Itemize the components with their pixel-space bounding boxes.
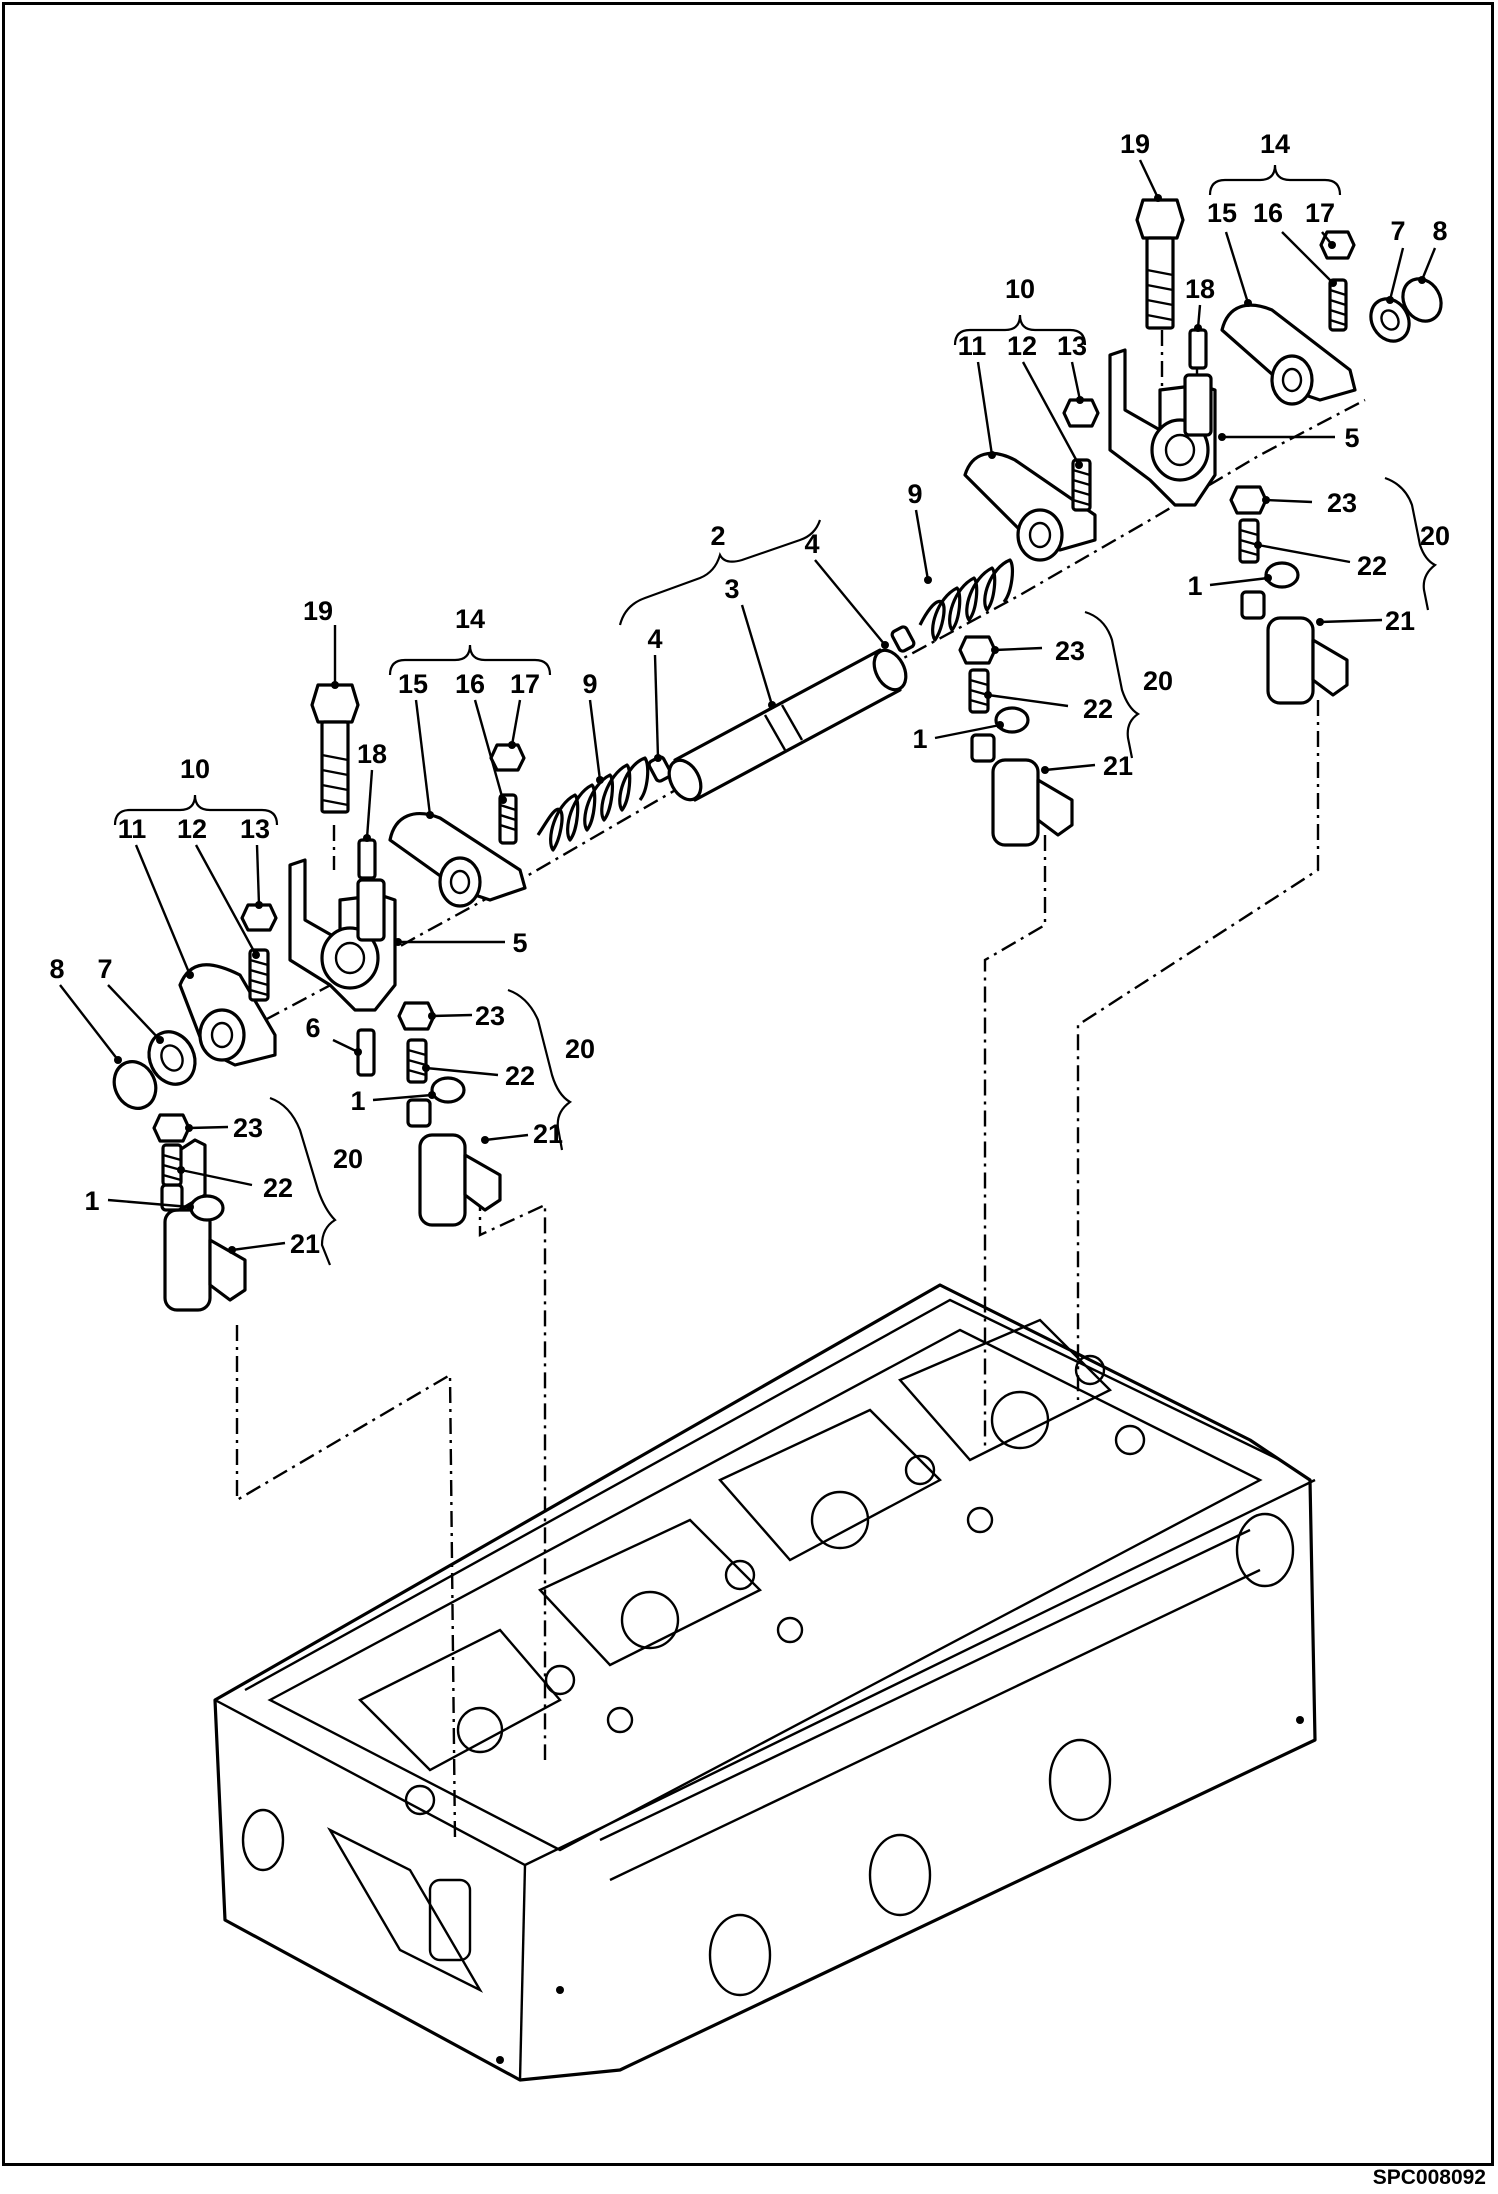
callout-22: 22 bbox=[505, 1061, 535, 1091]
rocker-shaft bbox=[667, 648, 908, 802]
callout-8: 8 bbox=[49, 954, 64, 984]
callout-22: 22 bbox=[263, 1173, 293, 1203]
callout-19: 19 bbox=[1120, 129, 1150, 159]
callout-3: 3 bbox=[724, 574, 739, 604]
callout-1: 1 bbox=[1187, 571, 1202, 601]
callout-13: 13 bbox=[240, 814, 270, 844]
callout-14: 14 bbox=[1260, 129, 1290, 159]
callout-14: 14 bbox=[455, 604, 485, 634]
callout-11: 11 bbox=[118, 814, 147, 844]
callout-6: 6 bbox=[305, 1013, 320, 1043]
callout-22: 22 bbox=[1083, 694, 1113, 724]
right-rocker-assembly bbox=[890, 198, 1443, 653]
callout-10: 10 bbox=[1005, 274, 1035, 304]
callout-22: 22 bbox=[1357, 551, 1387, 581]
callout-20: 20 bbox=[333, 1144, 363, 1174]
callout-20: 20 bbox=[1420, 521, 1450, 551]
callout-23: 23 bbox=[1327, 488, 1357, 518]
callout-1: 1 bbox=[84, 1186, 99, 1216]
callout-1: 1 bbox=[912, 724, 927, 754]
callout-5: 5 bbox=[512, 928, 527, 958]
callout-19: 19 bbox=[303, 596, 333, 626]
callout-16: 16 bbox=[455, 669, 485, 699]
callout-2: 2 bbox=[710, 521, 725, 551]
left-rocker-assembly bbox=[112, 683, 673, 1110]
callout-20: 20 bbox=[1143, 666, 1173, 696]
callout-21: 21 bbox=[533, 1119, 563, 1149]
callout-23: 23 bbox=[475, 1001, 505, 1031]
callout-13: 13 bbox=[1057, 331, 1087, 361]
callout-12: 12 bbox=[1007, 331, 1037, 361]
callout-9: 9 bbox=[907, 479, 922, 509]
callout-16: 16 bbox=[1253, 198, 1283, 228]
callout-5: 5 bbox=[1344, 423, 1359, 453]
callout-21: 21 bbox=[290, 1229, 320, 1259]
callout-17: 17 bbox=[510, 669, 540, 699]
callout-7: 7 bbox=[97, 954, 112, 984]
callout-23: 23 bbox=[233, 1113, 263, 1143]
callout-4: 4 bbox=[647, 624, 662, 654]
valve-bridge-sets bbox=[152, 485, 1349, 1312]
callout-11: 11 bbox=[958, 331, 987, 361]
callouts: 8 7 11 12 13 10 19 18 15 16 17 14 9 4 3 … bbox=[49, 129, 1450, 1259]
leader-lines bbox=[59, 159, 1437, 1254]
callout-18: 18 bbox=[357, 739, 387, 769]
callout-21: 21 bbox=[1385, 606, 1415, 636]
callout-9: 9 bbox=[582, 669, 597, 699]
callout-23: 23 bbox=[1055, 636, 1085, 666]
callout-12: 12 bbox=[177, 814, 207, 844]
callout-10: 10 bbox=[180, 754, 210, 784]
group-braces bbox=[113, 164, 1438, 1266]
cylinder-head bbox=[213, 1283, 1317, 2082]
figure-code: SPC008092 bbox=[1372, 2166, 1486, 2189]
callout-18: 18 bbox=[1185, 274, 1215, 304]
callout-1: 1 bbox=[350, 1086, 365, 1116]
callout-4: 4 bbox=[804, 529, 819, 559]
callout-20: 20 bbox=[565, 1034, 595, 1064]
callout-15: 15 bbox=[1207, 198, 1237, 228]
callout-8: 8 bbox=[1432, 216, 1447, 246]
callout-7: 7 bbox=[1390, 216, 1405, 246]
callout-15: 15 bbox=[398, 669, 428, 699]
callout-17: 17 bbox=[1305, 198, 1335, 228]
callout-21: 21 bbox=[1103, 751, 1133, 781]
